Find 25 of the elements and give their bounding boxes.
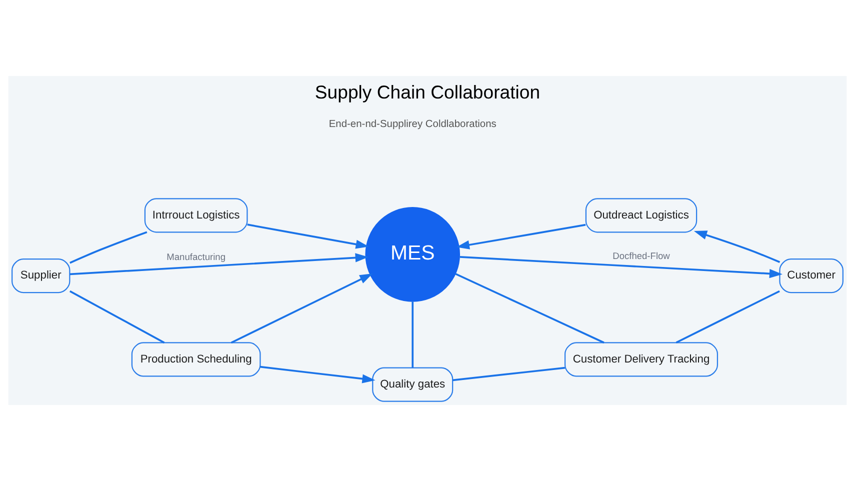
node-box: Customer	[779, 258, 844, 293]
edge-label: Manufacturing	[166, 252, 226, 262]
diagram-title: Supply Chain Collaboration	[314, 80, 540, 102]
node-box: Intrrouct Logistics	[144, 198, 248, 232]
node-box: Outdreact Logistics	[585, 198, 698, 232]
arrow	[694, 230, 780, 263]
connector	[412, 301, 414, 368]
node-box: Supplier	[12, 258, 70, 293]
arrow	[460, 256, 782, 278]
node-box: Customer Delivery Tracking	[564, 342, 718, 376]
arrow	[247, 223, 369, 248]
connector	[676, 290, 780, 343]
node-box: Production Scheduling	[131, 342, 261, 376]
connector	[70, 230, 148, 264]
arrow	[230, 273, 373, 344]
connector	[69, 290, 165, 343]
arrow	[456, 223, 586, 249]
connector	[455, 272, 604, 343]
label: End-en-nd-Supplirey Coldlaborations	[328, 118, 496, 130]
edge-label: Docfhed-Flow	[612, 250, 670, 261]
node-box: Quality gates	[372, 366, 454, 402]
node-circle: MES	[365, 206, 460, 302]
connector	[452, 366, 566, 381]
arrow	[260, 365, 376, 383]
arrow	[70, 252, 368, 275]
